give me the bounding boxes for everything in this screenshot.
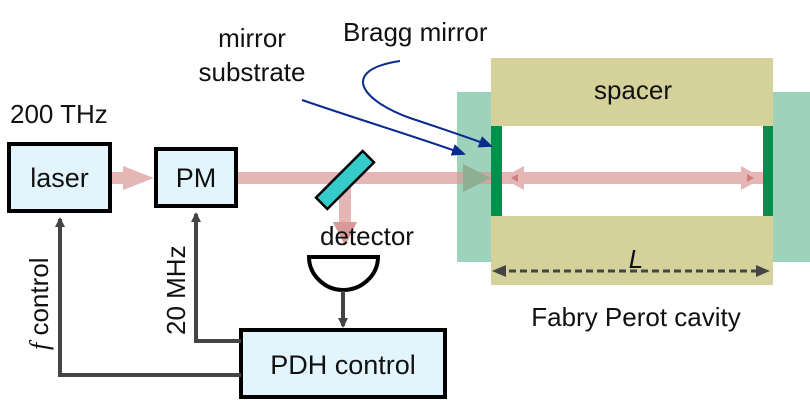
arrow-right-icon: [756, 265, 770, 277]
f-control-label: f control: [24, 258, 54, 351]
length-label: L: [629, 244, 643, 274]
laser-beam: [111, 164, 763, 246]
arrow-left-icon: [492, 265, 506, 277]
spacer-label: spacer: [594, 75, 672, 105]
beam-arrow-icon: [333, 222, 357, 246]
spacer-bottom: [491, 216, 773, 285]
pm-label: PM: [176, 163, 217, 193]
beam-arrow-icon: [463, 164, 491, 192]
cavity-interior: [491, 126, 773, 216]
beam-inside-cavity: [502, 172, 763, 184]
bragg-mirror-left: [491, 126, 502, 216]
pdh-control-label: PDH control: [270, 350, 416, 380]
detector-label: detector: [320, 221, 414, 251]
pm-box: [154, 147, 238, 208]
f-symbol: f: [25, 339, 54, 350]
beam-arrow-icon: [123, 166, 154, 190]
mirror-substrate-right: [773, 92, 810, 262]
modulation-label: 20 MHz: [161, 245, 191, 335]
laser-box: [7, 142, 112, 213]
signal-pdh-to-laser: [55, 217, 241, 377]
mirror-substrate-label-1: mirror: [218, 23, 286, 53]
beam-pm-to-cavity: [236, 172, 491, 184]
bragg-pointer: [362, 60, 493, 148]
beam-to-detector: [339, 188, 351, 223]
cavity-label: Fabry Perot cavity: [531, 302, 741, 332]
f-control-word: control: [24, 258, 54, 343]
pdh-control-box: [239, 328, 447, 399]
laser-label: laser: [30, 163, 89, 193]
bragg-mirror-label: Bragg mirror: [343, 17, 488, 47]
signal-pdh-to-pm: [191, 212, 241, 343]
f-control-text: f control: [24, 258, 54, 351]
spacer-top: [491, 58, 773, 126]
mirror-substrate-label-2: substrate: [199, 57, 306, 87]
substrate-pointer: [301, 99, 466, 156]
beam-splitter: [314, 149, 376, 211]
beam-arrow-icon: [747, 174, 754, 182]
beam-arrow-icon: [511, 174, 518, 182]
detector-icon: [306, 255, 381, 293]
bragg-mirror-right: [763, 126, 773, 216]
frequency-label: 200 THz: [10, 99, 108, 129]
